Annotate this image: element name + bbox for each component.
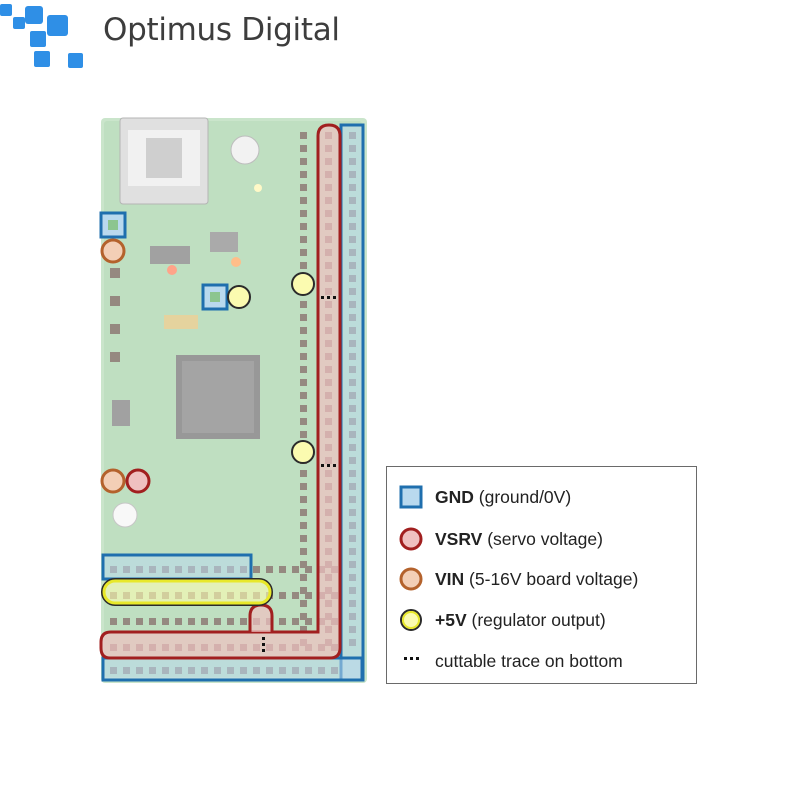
header-pin — [300, 470, 307, 477]
legend-item-vin: VIN (5-16V board voltage) — [399, 567, 638, 591]
header-pin — [300, 262, 307, 269]
gnd-bottom-row — [101, 656, 364, 682]
header-pin — [266, 566, 273, 573]
cut-dots-icon — [404, 657, 419, 660]
micro-maestro-board-photo — [101, 117, 367, 683]
header-pin — [300, 379, 307, 386]
header-pin — [300, 223, 307, 230]
legend-gnd-label: GND — [435, 486, 474, 507]
vin-circle-icon — [399, 567, 423, 591]
header-pin — [300, 327, 307, 334]
header-pin — [300, 548, 307, 555]
legend-cut-desc: cuttable trace on bottom — [435, 650, 623, 671]
legend-vin-desc: (5-16V board voltage) — [464, 568, 639, 589]
header-pin — [300, 574, 307, 581]
legend-vsrv-desc: (servo voltage) — [482, 528, 603, 549]
header-pin — [300, 210, 307, 217]
legend-5v-label: +5V — [435, 609, 467, 630]
legend-box: GND (ground/0V) VSRV (servo voltage) VIN… — [386, 466, 697, 684]
vsrv-branch — [248, 603, 274, 632]
v5-markers — [227, 272, 315, 464]
header-pin — [253, 566, 260, 573]
legend-vsrv-label: VSRV — [435, 528, 483, 549]
header-pin — [300, 197, 307, 204]
gnd-markers — [99, 211, 229, 311]
vsrv-marker — [125, 468, 151, 494]
header-pin — [300, 158, 307, 165]
header-pin — [240, 618, 247, 625]
header-pin — [300, 366, 307, 373]
header-pin — [300, 171, 307, 178]
legend-item-vsrv: VSRV (servo voltage) — [399, 527, 603, 551]
vin-markers — [100, 238, 126, 494]
header-pin — [136, 618, 143, 625]
v5-circle-icon — [400, 609, 422, 631]
header-pin — [110, 618, 117, 625]
header-pin — [300, 431, 307, 438]
pixel-squares-logo-icon — [0, 4, 83, 68]
v5-header-row — [101, 578, 273, 606]
header-pin — [300, 132, 307, 139]
header-pin — [300, 392, 307, 399]
legend-item-gnd: GND (ground/0V) — [399, 485, 571, 509]
header-pin — [227, 618, 234, 625]
gnd-right-column — [339, 123, 365, 682]
header-pin — [149, 618, 156, 625]
header-pin — [305, 592, 312, 599]
header-pin — [300, 561, 307, 568]
header-pin — [300, 483, 307, 490]
legend-gnd-desc: (ground/0V) — [473, 486, 572, 507]
header-pin — [292, 566, 299, 573]
header-pin — [123, 618, 130, 625]
header-pin — [300, 236, 307, 243]
legend-vin-label: VIN — [435, 568, 465, 589]
header-pin — [300, 587, 307, 594]
header-pin — [279, 566, 286, 573]
header-pin — [300, 522, 307, 529]
header-pin — [300, 340, 307, 347]
header-pin — [188, 618, 195, 625]
cut-marks — [262, 296, 336, 652]
brand-header: Optimus Digital — [0, 0, 800, 80]
gnd-header-row — [101, 553, 253, 581]
header-pin — [300, 145, 307, 152]
header-pin — [300, 600, 307, 607]
vsrv-circle-icon — [399, 527, 423, 551]
header-pin — [175, 618, 182, 625]
header-pin — [292, 592, 299, 599]
header-pin — [300, 496, 307, 503]
header-pin — [292, 618, 299, 625]
legend-5v-desc: (regulator output) — [466, 609, 606, 630]
header-pin — [279, 618, 286, 625]
header-pin — [305, 618, 312, 625]
header-pin — [300, 535, 307, 542]
header-pin — [214, 618, 221, 625]
header-pin — [300, 301, 307, 308]
header-pin — [305, 566, 312, 573]
header-pin — [300, 405, 307, 412]
header-pin — [300, 249, 307, 256]
header-pin — [300, 353, 307, 360]
vsrv-trace — [99, 123, 342, 660]
header-pin — [300, 184, 307, 191]
gnd-square-icon — [399, 485, 423, 509]
header-pin — [279, 592, 286, 599]
header-pin — [300, 418, 307, 425]
header-pin — [162, 618, 169, 625]
legend-item-cut: cuttable trace on bottom — [399, 649, 623, 673]
header-pin — [300, 613, 307, 620]
header-pin — [201, 618, 208, 625]
header-pin — [300, 626, 307, 633]
header-pin — [300, 509, 307, 516]
header-pin — [300, 314, 307, 321]
brand-name: Optimus Digital — [103, 12, 340, 48]
legend-item-5v: +5V (regulator output) — [399, 608, 606, 632]
